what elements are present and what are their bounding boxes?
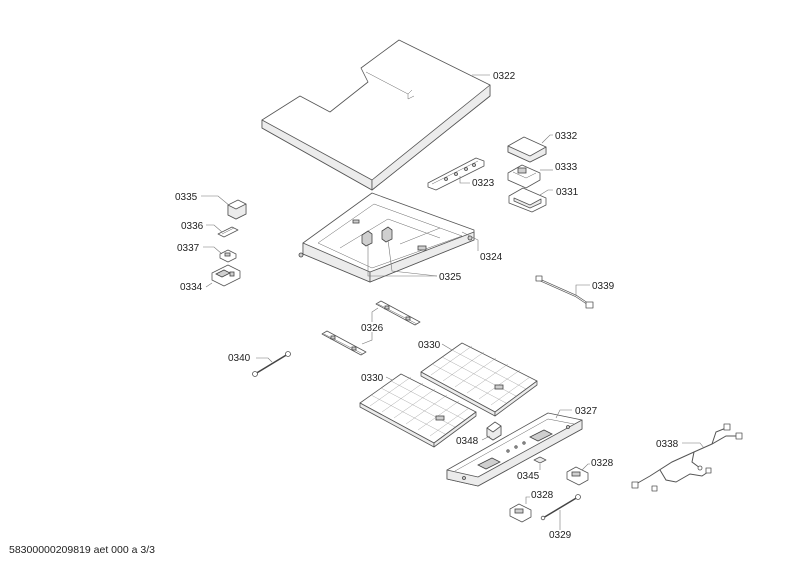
label-0325: 0325 <box>439 272 462 283</box>
part-0322-cover[interactable] <box>261 39 491 191</box>
part-0335-box[interactable] <box>227 199 247 220</box>
part-0333-module[interactable] <box>507 164 541 189</box>
label-0345: 0345 <box>517 471 540 482</box>
document-footer-code: 58300000209819 aet 000 a 3/3 <box>9 544 155 556</box>
part-0328-clip-lower[interactable] <box>509 503 532 523</box>
label-0338: 0338 <box>656 439 679 450</box>
label-0329: 0329 <box>549 530 572 541</box>
label-0322: 0322 <box>493 71 516 82</box>
part-0340-rod[interactable] <box>252 351 291 377</box>
label-0331: 0331 <box>556 187 579 198</box>
part-0325-bracket[interactable] <box>361 226 393 247</box>
label-0327: 0327 <box>575 406 598 417</box>
label-0339: 0339 <box>592 281 615 292</box>
label-0330-upper: 0330 <box>418 340 441 351</box>
part-0327-front-panel[interactable] <box>446 412 583 487</box>
label-0324: 0324 <box>480 252 503 263</box>
label-0326: 0326 <box>361 323 384 334</box>
part-0330-grease-filter-upper[interactable] <box>420 342 538 417</box>
part-0329-rod[interactable] <box>540 494 581 521</box>
part-0330-grease-filter-lower[interactable] <box>359 373 477 448</box>
label-0328-lower: 0328 <box>531 490 554 501</box>
part-0338-wiring-harness[interactable] <box>631 423 743 492</box>
label-0337: 0337 <box>177 243 200 254</box>
part-0334-holder[interactable] <box>211 264 241 287</box>
part-0339-cable[interactable] <box>535 275 594 309</box>
part-0337-connector[interactable] <box>219 249 237 263</box>
part-0328-clip-right[interactable] <box>566 466 589 486</box>
label-0335: 0335 <box>175 192 198 203</box>
label-0333: 0333 <box>555 162 578 173</box>
part-0326-rail-lower[interactable] <box>321 330 367 356</box>
part-0332-cap[interactable] <box>507 136 547 163</box>
label-0340: 0340 <box>228 353 251 364</box>
label-0323: 0323 <box>472 178 495 189</box>
part-0326-rail-upper[interactable] <box>375 300 421 326</box>
label-0330-lower: 0330 <box>361 373 384 384</box>
label-0332: 0332 <box>555 131 578 142</box>
part-0345-chip[interactable] <box>533 456 547 464</box>
part-0336-clip[interactable] <box>217 226 239 238</box>
part-0331-housing[interactable] <box>508 187 547 213</box>
part-0348-knob[interactable] <box>486 421 502 441</box>
label-0336: 0336 <box>181 221 204 232</box>
label-0328-right: 0328 <box>591 458 614 469</box>
label-0348: 0348 <box>456 436 479 447</box>
part-0323-control-strip[interactable] <box>427 157 485 191</box>
label-0334: 0334 <box>180 282 203 293</box>
